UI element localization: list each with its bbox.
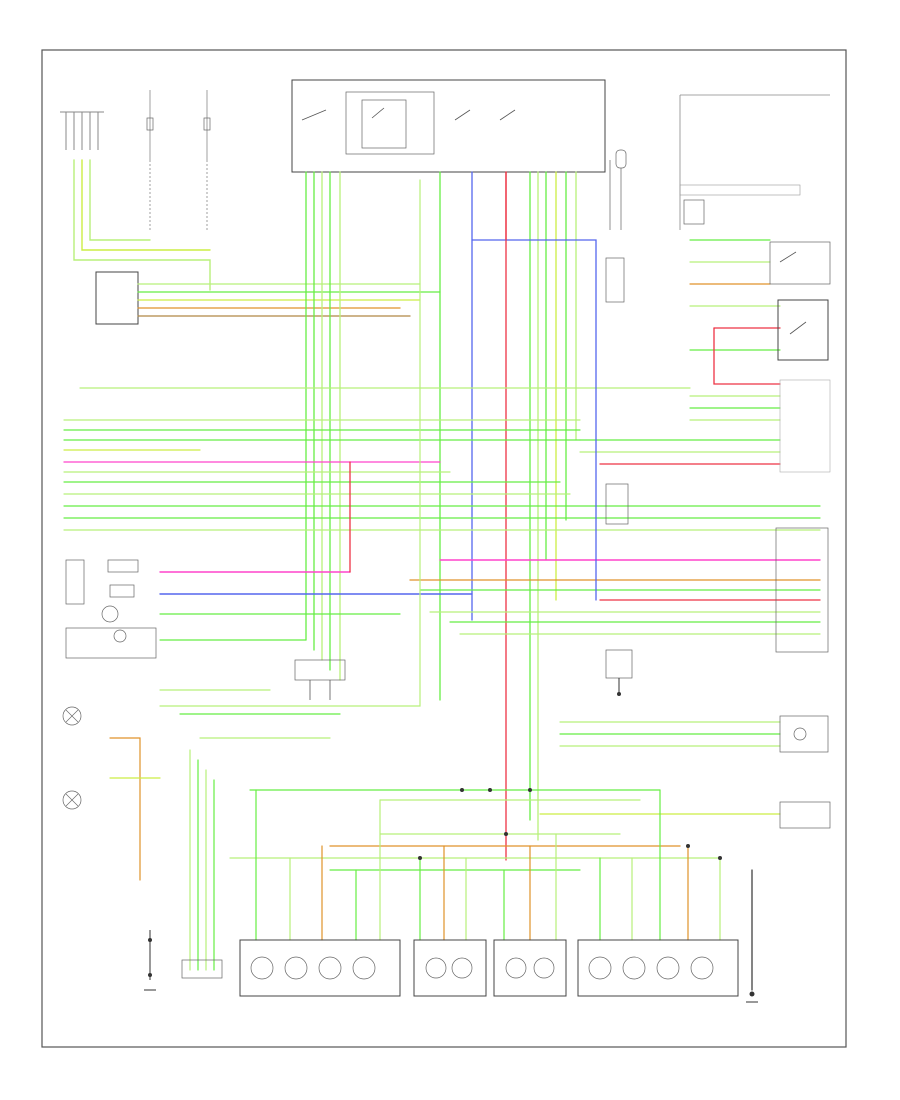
diagram-frame <box>41 49 847 1048</box>
wire-harness <box>63 159 821 991</box>
right-high-mount-stop-light <box>493 939 567 997</box>
stop-switch-small <box>605 483 629 525</box>
turn-signal-flasher <box>777 299 829 361</box>
connector-top-left <box>60 111 104 150</box>
fuse-pair-left <box>146 90 211 230</box>
relay-box <box>345 91 435 155</box>
rear-ground <box>746 991 758 1003</box>
right-front-turn-light <box>62 790 82 810</box>
brake-switch <box>101 605 119 623</box>
combination-meter <box>95 271 139 325</box>
turn-signal-switch <box>65 627 157 659</box>
backup-switch <box>779 715 829 753</box>
ground-point-a <box>144 930 156 991</box>
splice-points <box>418 788 722 860</box>
brake-switch-right <box>769 241 831 285</box>
right-rear-combination-light <box>577 939 739 997</box>
hazard-switch <box>65 559 85 605</box>
backup-light-switch <box>294 659 346 700</box>
ground-point-b <box>779 801 831 829</box>
license-light <box>181 959 223 979</box>
left-front-turn-light <box>62 706 82 726</box>
relay-inner <box>361 99 407 149</box>
top-right-connector <box>609 94 830 230</box>
mid-connector <box>605 257 625 303</box>
left-rear-combination-light <box>239 939 401 997</box>
left-high-mount-stop-light <box>413 939 487 997</box>
stop-light-switch-block <box>679 184 801 225</box>
top-connectors <box>60 79 830 230</box>
left-switch-group <box>65 559 157 659</box>
right-connector-strip <box>775 379 831 653</box>
fuse-block <box>291 79 606 173</box>
tail-switch-small <box>605 649 633 696</box>
